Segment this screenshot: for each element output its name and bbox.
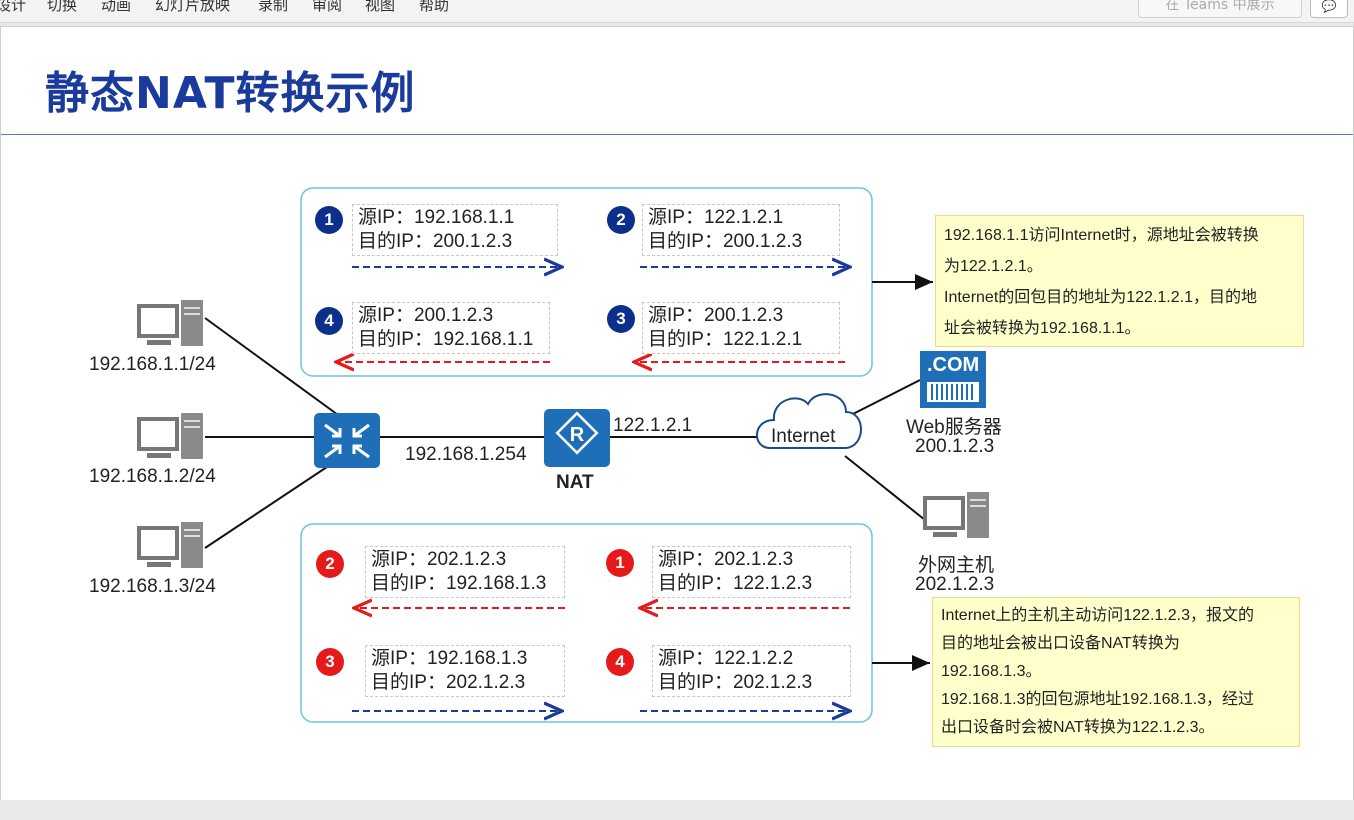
packet-src: 源IP：192.168.1.1: [358, 207, 515, 228]
note-line: 192.168.1.3的回包源地址192.168.1.3，经过: [941, 691, 1255, 708]
packet-dst: 目的IP：200.1.2.3: [358, 231, 513, 252]
svg-text:R: R: [570, 424, 585, 446]
host-3-ip: 192.168.1.3/24: [89, 576, 216, 597]
note-line: 为122.1.2.1。: [944, 258, 1043, 275]
switch-icon: [314, 413, 380, 468]
menu-design[interactable]: 设计: [0, 0, 27, 14]
note-top: 192.168.1.1访问Internet时，源地址会被转换 为122.1.2.…: [935, 215, 1304, 347]
packet-src: 源IP：122.1.2.1: [648, 207, 784, 228]
host-1-ip: 192.168.1.1/24: [89, 354, 216, 375]
step-badge: 2: [316, 550, 344, 578]
note-line: 出口设备时会被NAT转换为122.1.2.3。: [941, 719, 1215, 736]
note-line: 192.168.1.1访问Internet时，源地址会被转换: [944, 227, 1259, 244]
web-server-icon: [920, 351, 986, 408]
packet-src: 源IP：202.1.2.3: [371, 549, 507, 570]
web-server-name: Web服务器: [906, 417, 1002, 438]
nat-public-ip: 122.1.2.1: [613, 415, 693, 436]
nat-label: NAT: [556, 472, 594, 493]
ribbon-menu-bar: 设计 切换 动画 幻灯片放映 录制 审阅 视图 帮助 在 Teams 中展示 💬: [0, 0, 1354, 23]
cloud-icon: [756, 393, 862, 449]
web-server-icon-text: .COM: [927, 354, 980, 376]
packet-dst: 目的IP：192.168.1.1: [358, 329, 534, 350]
packet-header-box: 源IP：200.1.2.3 目的IP：192.168.1.1: [352, 302, 550, 354]
packet-header-box: 源IP：122.1.2.2 目的IP：202.1.2.3: [652, 645, 851, 697]
menu-slideshow[interactable]: 幻灯片放映: [155, 0, 231, 14]
comment-icon: 💬: [1321, 0, 1337, 13]
menu-record[interactable]: 录制: [258, 0, 289, 14]
packet-header-box: 源IP：192.168.1.1 目的IP：200.1.2.3: [352, 204, 558, 256]
packet-header-box: 源IP：122.1.2.1 目的IP：200.1.2.3: [642, 204, 840, 256]
present-in-teams-button[interactable]: 在 Teams 中展示: [1138, 0, 1302, 18]
packet-dst: 目的IP：202.1.2.3: [371, 672, 526, 693]
step-badge: 1: [606, 549, 634, 577]
packet-dst: 目的IP：122.1.2.1: [648, 329, 803, 350]
bottom-flow-panel: [300, 523, 873, 723]
menu-help[interactable]: 帮助: [419, 0, 450, 14]
external-host-ip: 202.1.2.3: [915, 574, 995, 595]
packet-src: 源IP：202.1.2.3: [658, 549, 794, 570]
step-badge: 4: [315, 307, 343, 335]
menu-animations[interactable]: 动画: [101, 0, 132, 14]
title-divider: [1, 134, 1353, 135]
external-host-name: 外网主机: [918, 555, 995, 576]
note-line: 192.168.1.3。: [941, 663, 1042, 680]
host-pc-icon: [137, 411, 205, 461]
comment-button[interactable]: 💬: [1310, 0, 1348, 18]
router-icon: R: [544, 409, 610, 467]
packet-dst: 目的IP：192.168.1.3: [371, 573, 547, 594]
host-pc-icon: [137, 520, 205, 570]
menu-transitions[interactable]: 切换: [47, 0, 78, 14]
packet-header-box: 源IP：202.1.2.3 目的IP：122.1.2.3: [652, 546, 851, 598]
note-line: 目的地址会被出口设备NAT转换为: [941, 635, 1180, 652]
note-line: 址会被转换为192.168.1.1。: [944, 320, 1141, 337]
packet-dst: 目的IP：200.1.2.3: [648, 231, 803, 252]
step-badge: 3: [316, 648, 344, 676]
lan-gateway-ip: 192.168.1.254: [405, 444, 527, 465]
external-host-icon: [923, 490, 991, 540]
packet-dst: 目的IP：202.1.2.3: [658, 672, 813, 693]
internet-label: Internet: [771, 426, 836, 447]
packet-src: 源IP：200.1.2.3: [648, 305, 784, 326]
menu-review[interactable]: 审阅: [312, 0, 343, 14]
slide-title: 静态NAT转换示例: [45, 68, 416, 119]
packet-dst: 目的IP：122.1.2.3: [658, 573, 813, 594]
packet-src: 源IP：192.168.1.3: [371, 648, 528, 669]
host-2-ip: 192.168.1.2/24: [89, 466, 216, 487]
step-badge: 4: [606, 648, 634, 676]
menu-view[interactable]: 视图: [365, 0, 396, 14]
note-bottom: Internet上的主机主动访问122.1.2.3，报文的 目的地址会被出口设备…: [932, 597, 1300, 747]
packet-src: 源IP：200.1.2.3: [358, 305, 494, 326]
step-badge: 3: [607, 305, 635, 333]
note-line: Internet的回包目的地址为122.1.2.1，目的地: [944, 289, 1257, 306]
step-badge: 1: [315, 206, 343, 234]
packet-header-box: 源IP：202.1.2.3 目的IP：192.168.1.3: [365, 546, 565, 598]
packet-header-box: 源IP：200.1.2.3 目的IP：122.1.2.1: [642, 302, 840, 354]
status-bar: [0, 800, 1354, 820]
note-line: Internet上的主机主动访问122.1.2.3，报文的: [941, 607, 1254, 624]
web-server-ip: 200.1.2.3: [915, 436, 995, 457]
host-pc-icon: [137, 298, 205, 348]
packet-src: 源IP：122.1.2.2: [658, 648, 794, 669]
packet-header-box: 源IP：192.168.1.3 目的IP：202.1.2.3: [365, 645, 565, 697]
step-badge: 2: [607, 206, 635, 234]
